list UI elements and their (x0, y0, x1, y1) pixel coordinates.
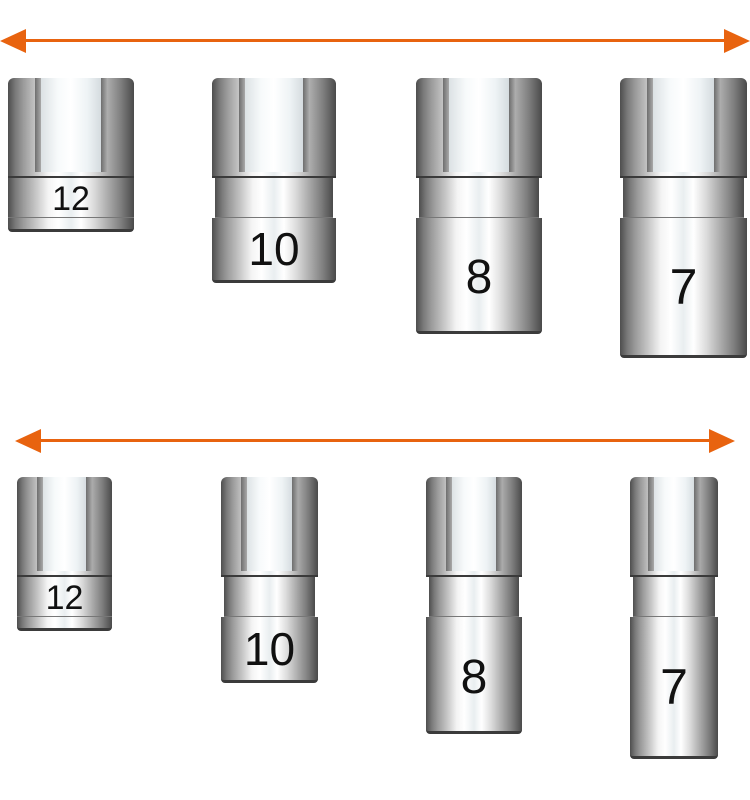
head-slot (650, 78, 717, 172)
size-label: 10 (243, 623, 296, 675)
groove-line (17, 575, 112, 577)
groove-line (623, 217, 744, 218)
double-arrow-icon (0, 29, 750, 53)
arrowhead-right-icon (724, 29, 750, 53)
arrow-shaft (22, 39, 728, 42)
head-slot (651, 477, 697, 571)
shaft (221, 617, 318, 683)
groove-line (419, 217, 539, 218)
shaft (8, 218, 134, 232)
size-label: 8 (460, 651, 488, 704)
groove-line (8, 217, 134, 218)
groove-line (215, 217, 333, 218)
arrowhead-right-icon (709, 429, 735, 453)
slot-edge (35, 78, 41, 172)
groove-line (221, 575, 318, 577)
socket-part-7: 7 (630, 477, 718, 759)
slot-edge (496, 477, 502, 571)
socket-part-8: 8 (426, 477, 522, 734)
groove-line (416, 176, 542, 178)
size-label: 10 (248, 223, 300, 275)
slot-edge (648, 477, 654, 571)
slot-edge (37, 477, 43, 571)
head-slot (449, 477, 499, 571)
slot-edge (101, 78, 107, 172)
size-label: 7 (669, 259, 698, 315)
collar-ring (429, 577, 519, 617)
slot-edge (714, 78, 720, 172)
socket-part-10: 10 (212, 78, 336, 283)
head-slot (38, 78, 104, 172)
arrow-shaft (37, 439, 713, 442)
arrowhead-left-icon (15, 429, 41, 453)
head-slot (244, 477, 295, 571)
groove-line (429, 616, 519, 617)
socket-part-10: 10 (221, 477, 318, 683)
size-label: 12 (45, 579, 84, 617)
slot-edge (241, 477, 247, 571)
socket-part-12: 12 (17, 477, 112, 631)
slot-edge (443, 78, 449, 172)
collar-ring (623, 178, 744, 218)
socket-part-7: 7 (620, 78, 747, 358)
socket-part-12: 12 (8, 78, 134, 232)
collar-ring (419, 178, 539, 218)
shaft (212, 218, 336, 283)
groove-line (224, 616, 315, 617)
slot-edge (86, 477, 92, 571)
double-arrow-icon (15, 429, 735, 453)
head-slot (40, 477, 89, 571)
groove-line (212, 176, 336, 178)
shaft (17, 617, 112, 631)
socket-part-8: 8 (416, 78, 542, 334)
collar-ring (224, 577, 315, 617)
head-slot (242, 78, 306, 172)
slot-edge (694, 477, 700, 571)
collar-ring (8, 178, 134, 218)
size-label: 12 (52, 180, 90, 218)
shaft (620, 218, 747, 358)
groove-line (630, 575, 718, 577)
size-label: 8 (465, 251, 493, 304)
shaft (630, 617, 718, 759)
size-label: 7 (660, 659, 688, 715)
slot-edge (446, 477, 452, 571)
shaft (426, 617, 522, 734)
collar-ring (215, 178, 333, 218)
collar-ring (17, 577, 112, 617)
slot-edge (509, 78, 515, 172)
groove-line (426, 575, 522, 577)
collar-ring (633, 577, 715, 617)
groove-line (620, 176, 747, 178)
slot-edge (647, 78, 653, 172)
slot-edge (239, 78, 245, 172)
head-slot (446, 78, 512, 172)
groove-line (633, 616, 715, 617)
slot-edge (292, 477, 298, 571)
arrowhead-left-icon (0, 29, 26, 53)
groove-line (17, 616, 112, 617)
groove-line (8, 176, 134, 178)
slot-edge (303, 78, 309, 172)
shaft (416, 218, 542, 334)
